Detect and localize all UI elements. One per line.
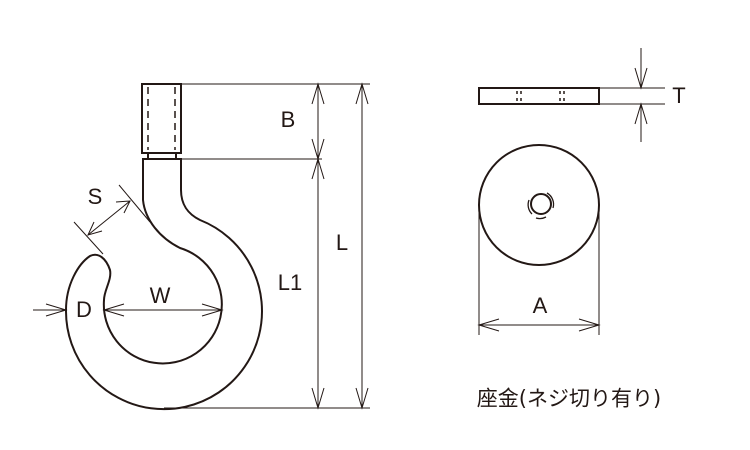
label-b: B (280, 107, 296, 132)
label-a: A (532, 293, 548, 318)
washer-caption: 座金(ネジ切り有り) (476, 386, 662, 411)
label-w: W (149, 283, 171, 308)
label-s: S (87, 184, 103, 209)
threaded-hole (530, 193, 552, 215)
threaded-stud (141, 83, 182, 154)
washer (478, 87, 600, 266)
washer-top-view (478, 144, 600, 266)
label-l: L (335, 230, 349, 255)
hook (64, 83, 263, 411)
dimension-lines (33, 48, 665, 410)
hook-body (64, 158, 263, 411)
label-t: T (672, 83, 686, 108)
label-l1: L1 (277, 270, 303, 295)
label-d: D (76, 297, 92, 322)
washer-side-view (478, 87, 600, 105)
